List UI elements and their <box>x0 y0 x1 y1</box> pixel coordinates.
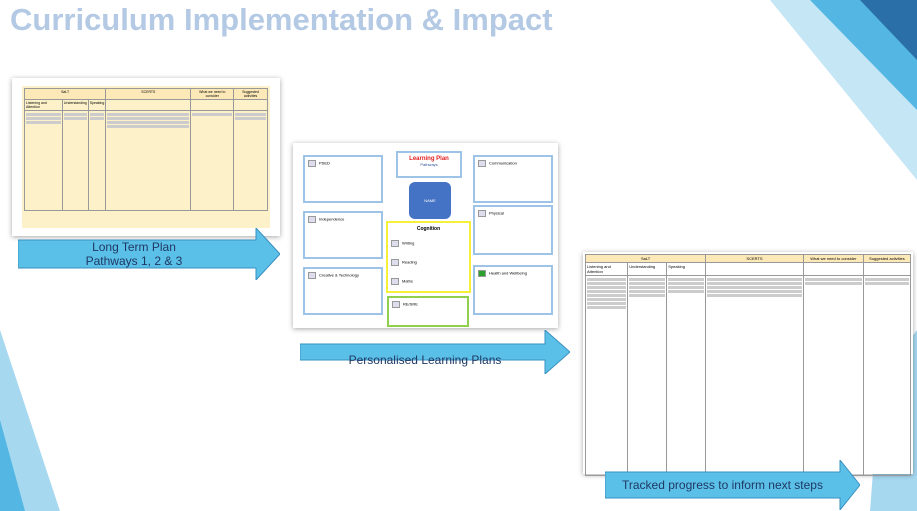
activities-label: Suggested activities <box>233 88 268 100</box>
subheading-label: Pathways <box>420 162 438 167</box>
listening-label: Listening and Attention <box>584 262 629 276</box>
long-term-label: Long Term Plan Pathways 1, 2 & 3 <box>85 240 183 268</box>
communication-label: Communication <box>489 160 517 166</box>
writing-label: Writing <box>402 240 415 246</box>
independence-icon <box>308 216 316 223</box>
tracked-progress-arrow: Tracked progress to inform next steps <box>605 460 860 510</box>
physical-label: Physical <box>489 210 504 216</box>
personalised-plans-arrow: Personalised Learning Plans <box>300 330 570 374</box>
creative-label: Creative & Technology <box>319 272 359 278</box>
psed-label: PSED <box>319 160 330 166</box>
activities-label: Suggested activities <box>862 254 912 263</box>
personalised-label: Personalised Learning Plans <box>348 353 502 367</box>
scerts-label: SCERTS <box>705 254 804 263</box>
long-term-plan-arrow: Long Term Plan Pathways 1, 2 & 3 <box>18 228 280 280</box>
salt-label: SaLT <box>584 254 707 263</box>
slide-title: Curriculum Implementation & Impact <box>10 2 553 37</box>
speaking-label: Speaking <box>666 262 707 276</box>
salt-label: SaLT <box>23 88 107 100</box>
heading-label: Learning Plan <box>409 156 449 162</box>
consider-label: What we need to consider <box>802 254 864 263</box>
listening-label: Listening and Attention <box>24 99 63 111</box>
tracked-label: Tracked progress to inform next steps <box>622 478 823 492</box>
reading-label: Reading <box>402 259 417 265</box>
understanding-label: Understanding <box>627 262 668 276</box>
understanding-label: Understanding <box>61 99 89 111</box>
independence-label: Independence <box>319 216 345 222</box>
learning-plan-thumbnail: PSED Independence Creative & Technology … <box>293 143 558 328</box>
creative-icon <box>308 272 316 279</box>
consider-label: What we need to consider <box>190 88 235 100</box>
name-box: NAME <box>409 182 451 219</box>
health-label: Health and Wellbeing <box>489 270 527 276</box>
speaking-label: Speaking <box>87 99 107 111</box>
scerts-label: SCERTS <box>105 88 192 100</box>
re-label: RE/SRE <box>403 301 418 307</box>
maths-label: Maths <box>402 278 413 284</box>
cognition-label: Cognition <box>416 226 441 232</box>
psed-icon <box>308 160 316 167</box>
